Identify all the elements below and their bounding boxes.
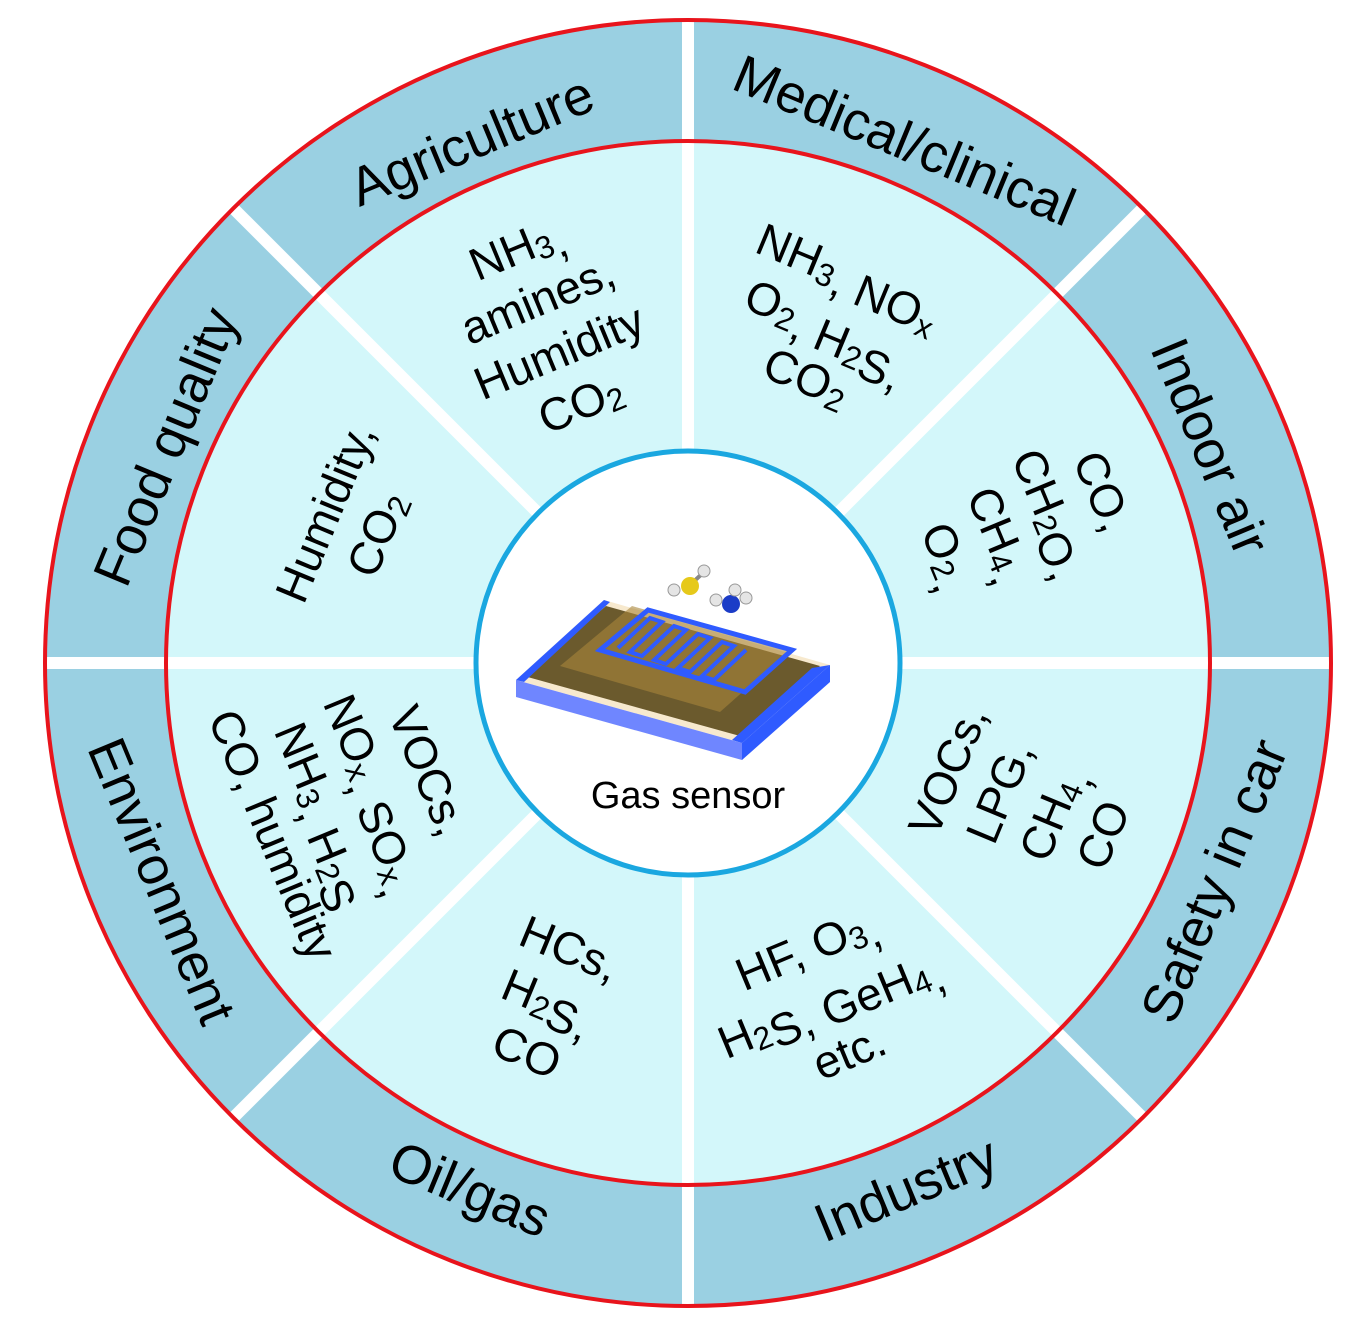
interdigitated-electrode bbox=[616, 615, 748, 683]
outer-sector-environment bbox=[45, 663, 319, 1118]
outer-sector-indoor-air bbox=[1057, 208, 1331, 664]
inner-sector-industry bbox=[688, 812, 1058, 1185]
dividers-layer bbox=[39, 14, 1337, 1312]
outer-sector-safety-in-car bbox=[1057, 663, 1331, 1118]
outer-sector-agriculture bbox=[233, 20, 689, 294]
sectors-layer bbox=[45, 20, 1331, 1306]
inner-sector-safety-in-car bbox=[837, 663, 1210, 1033]
sector-divider bbox=[224, 808, 543, 1127]
outer-ring-border bbox=[43, 18, 1333, 1308]
center-label: Gas sensor bbox=[591, 775, 786, 817]
gas-sensor-illustration bbox=[516, 600, 830, 760]
inner-sector-agriculture bbox=[318, 140, 688, 514]
sector-divider bbox=[224, 199, 543, 518]
outer-sector-medical-clinical bbox=[688, 20, 1143, 294]
inner-sector-indoor-air bbox=[837, 293, 1210, 663]
sector-divider bbox=[833, 199, 1152, 518]
inner-sector-environment bbox=[166, 663, 539, 1033]
inner-sector-medical-clinical bbox=[688, 141, 1058, 514]
outer-sector-oil-gas bbox=[233, 1032, 689, 1306]
inner-ring-border bbox=[164, 139, 1212, 1187]
inner-sector-oil-gas bbox=[318, 812, 688, 1185]
gas-list-indoor-air: CO,CH2O,CH4,O2, bbox=[911, 441, 1143, 600]
inner-sector-food-quality bbox=[166, 293, 539, 663]
gas-molecules bbox=[667, 564, 753, 613]
sector-divider bbox=[833, 808, 1152, 1127]
outer-sector-industry bbox=[688, 1032, 1143, 1306]
outer-sector-food-quality bbox=[45, 208, 319, 664]
